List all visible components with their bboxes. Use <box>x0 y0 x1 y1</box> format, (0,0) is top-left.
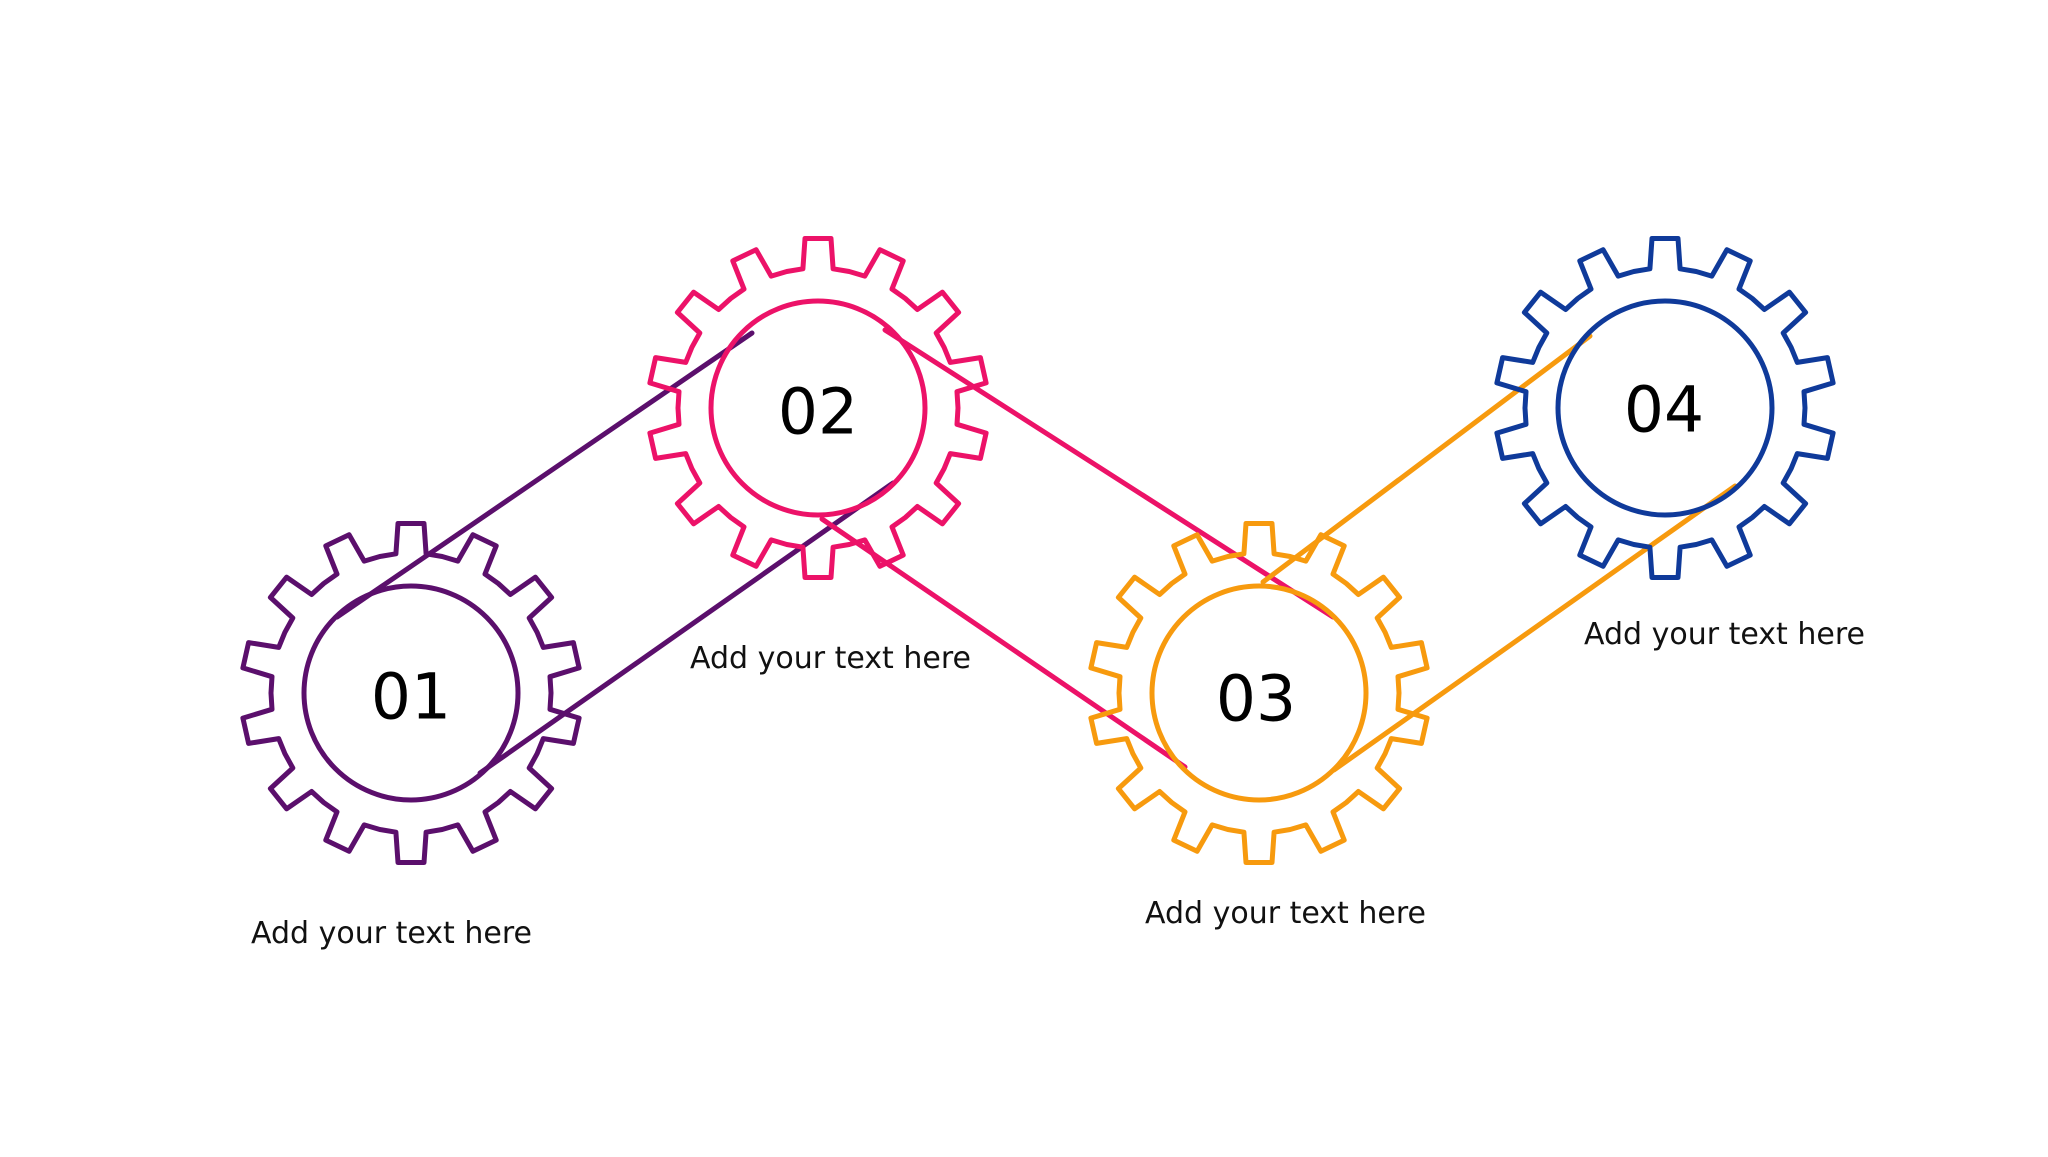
gear-icon <box>1494 236 1836 580</box>
step-2: 02 <box>647 236 989 580</box>
belt-line-3-4-lower <box>1331 483 1738 773</box>
belt-line-2-3-lower <box>819 516 1188 770</box>
belt-line-1-2-upper <box>334 330 755 620</box>
step-2-caption: Add your text here <box>690 641 971 676</box>
gear-inner-ring <box>708 298 928 518</box>
step-number: 02 <box>778 376 858 449</box>
step-1-caption: Add your text here <box>251 916 532 951</box>
step-number: 01 <box>371 661 451 734</box>
step-3: 03 <box>1088 521 1430 865</box>
gear-inner-ring <box>1555 298 1775 518</box>
belt-line-1-2-lower <box>477 480 896 776</box>
gear-icon <box>240 521 582 865</box>
step-4-caption: Add your text here <box>1584 617 1865 652</box>
step-number: 03 <box>1216 663 1296 736</box>
step-number: 04 <box>1624 374 1704 447</box>
gear-inner-ring <box>301 583 521 803</box>
gear-icon <box>647 236 989 580</box>
belt-line-3-4-upper <box>1260 333 1593 585</box>
gear-inner-ring <box>1149 583 1369 803</box>
step-1: 01 <box>240 521 582 865</box>
belt-line-2-3-upper <box>882 327 1336 620</box>
step-4: 04 <box>1494 236 1836 580</box>
step-3-caption: Add your text here <box>1145 896 1426 931</box>
gear-icon <box>1088 521 1430 865</box>
